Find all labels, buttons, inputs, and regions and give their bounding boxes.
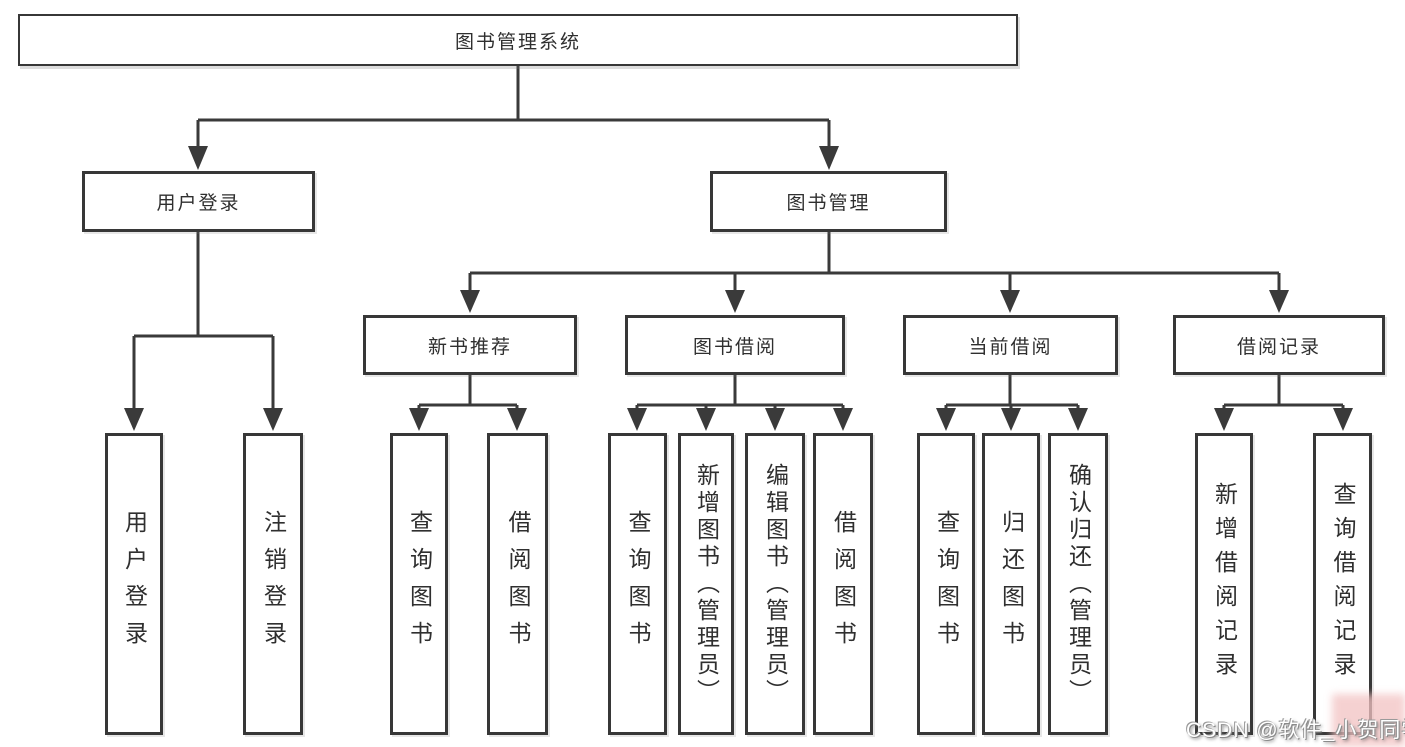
leaf-add-books-admin: 新增图书（管理员）	[678, 433, 734, 735]
node-label: 当前借阅	[968, 336, 1053, 358]
node-root: 图书管理系统	[18, 14, 1018, 66]
leaf-label: 新增图书（管理员）	[693, 462, 720, 706]
node-label: 图书借阅	[692, 336, 777, 358]
node-root-label: 图书管理系统	[454, 31, 581, 53]
leaf-edit-books-admin: 编辑图书（管理员）	[745, 433, 805, 735]
leaf-user-login: 用户登录	[105, 433, 163, 735]
node-current-borrow: 当前借阅	[903, 315, 1118, 375]
watermark-pink-patch	[1332, 694, 1405, 747]
leaf-query-books-borrow: 查询图书	[608, 433, 667, 735]
node-label: 图书管理	[786, 193, 871, 214]
leaf-borrow-books: 借阅图书	[813, 433, 873, 735]
leaf-label: 编辑图书（管理员）	[762, 462, 789, 706]
node-new-book-recommend: 新书推荐	[363, 315, 577, 375]
node-user-login-group: 用户登录	[82, 171, 315, 232]
node-label: 用户登录	[156, 193, 241, 214]
leaf-label: 新增借阅记录	[1211, 482, 1238, 686]
leaf-add-borrow-record: 新增借阅记录	[1195, 433, 1253, 735]
leaf-label: 查询图书	[933, 510, 960, 658]
node-label: 新书推荐	[427, 336, 512, 358]
leaf-label: 确认归还（管理员）	[1065, 462, 1092, 706]
leaf-label: 用户登录	[121, 510, 148, 658]
leaf-return-books: 归还图书	[982, 433, 1040, 735]
node-book-management: 图书管理	[710, 171, 947, 232]
leaf-label: 注销登录	[260, 510, 287, 658]
node-book-borrow: 图书借阅	[625, 315, 845, 375]
leaf-label: 查询图书	[406, 510, 433, 658]
leaf-confirm-return-admin: 确认归还（管理员）	[1048, 433, 1108, 735]
node-borrow-record: 借阅记录	[1173, 315, 1385, 375]
csdn-watermark: CSDN @软件_小贺同学	[1186, 719, 1405, 742]
leaf-query-books-recommend: 查询图书	[390, 433, 448, 735]
leaf-query-books-current: 查询图书	[917, 433, 975, 735]
leaf-borrow-books-recommend: 借阅图书	[487, 433, 548, 735]
leaf-label: 查询图书	[625, 510, 651, 658]
leaf-label: 借阅图书	[505, 510, 531, 658]
leaf-label: 借阅图书	[830, 510, 857, 658]
leaf-label: 归还图书	[998, 510, 1025, 658]
leaf-label: 查询借阅记录	[1330, 482, 1356, 686]
leaf-query-borrow-record: 查询借阅记录	[1313, 433, 1372, 735]
leaf-logout: 注销登录	[243, 433, 303, 735]
node-label: 借阅记录	[1236, 336, 1321, 358]
